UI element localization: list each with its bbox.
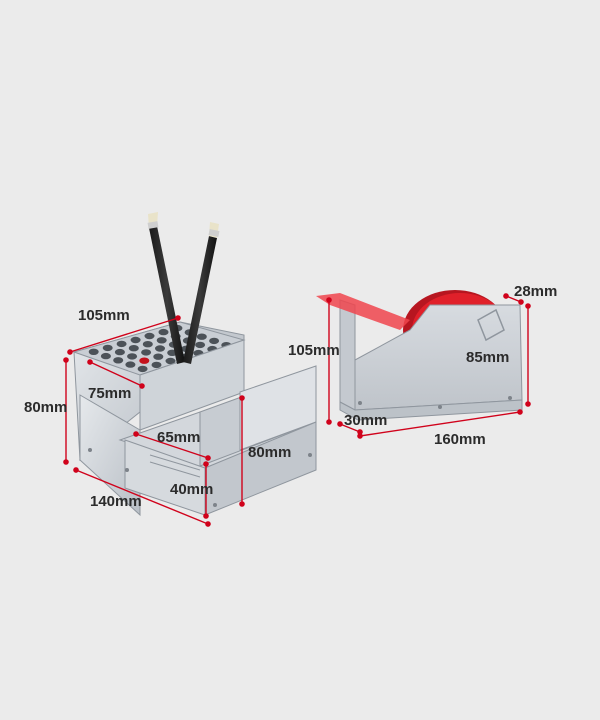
hole xyxy=(196,333,207,340)
hole xyxy=(100,352,111,360)
label-tray-width: 65mm xyxy=(157,429,200,446)
hole xyxy=(127,353,138,360)
label-front-height: 80mm xyxy=(248,444,291,461)
hole xyxy=(116,340,127,348)
label-reel-width: 28mm xyxy=(514,283,557,300)
pencil-holder xyxy=(72,212,317,517)
label-top-depth: 105mm xyxy=(78,307,130,324)
label-dispenser-depth: 30mm xyxy=(344,412,387,429)
label-side-height: 85mm xyxy=(466,349,509,366)
hole xyxy=(158,328,169,336)
label-base-width: 140mm xyxy=(90,493,142,510)
hole xyxy=(151,361,162,369)
hole xyxy=(153,353,164,360)
label-holder-height: 80mm xyxy=(24,399,67,416)
label-tray-height: 40mm xyxy=(170,481,213,498)
hole xyxy=(209,337,220,345)
hole xyxy=(113,357,124,364)
tape-strip xyxy=(316,293,410,330)
hole xyxy=(88,348,99,355)
dimension-labels: 105mm 75mm 80mm 65mm 80mm 40mm 140mm 105… xyxy=(24,283,557,510)
hole xyxy=(144,332,155,340)
hole xyxy=(128,345,139,352)
hole xyxy=(114,348,125,356)
hole xyxy=(130,336,141,344)
hole xyxy=(102,344,113,352)
hole xyxy=(142,341,153,348)
dimension-lines xyxy=(63,293,531,527)
red-hole xyxy=(139,357,150,364)
hole xyxy=(155,345,165,352)
label-inner-width: 75mm xyxy=(88,385,131,402)
hole xyxy=(141,349,152,356)
hole xyxy=(156,337,167,344)
label-dispenser-height: 105mm xyxy=(288,342,340,359)
pencil-right xyxy=(183,222,220,364)
hole xyxy=(165,357,176,365)
hole xyxy=(137,365,148,373)
hole xyxy=(195,341,206,349)
hole xyxy=(125,361,136,368)
label-dispenser-length: 160mm xyxy=(434,431,486,448)
tape-dispenser xyxy=(316,290,523,421)
